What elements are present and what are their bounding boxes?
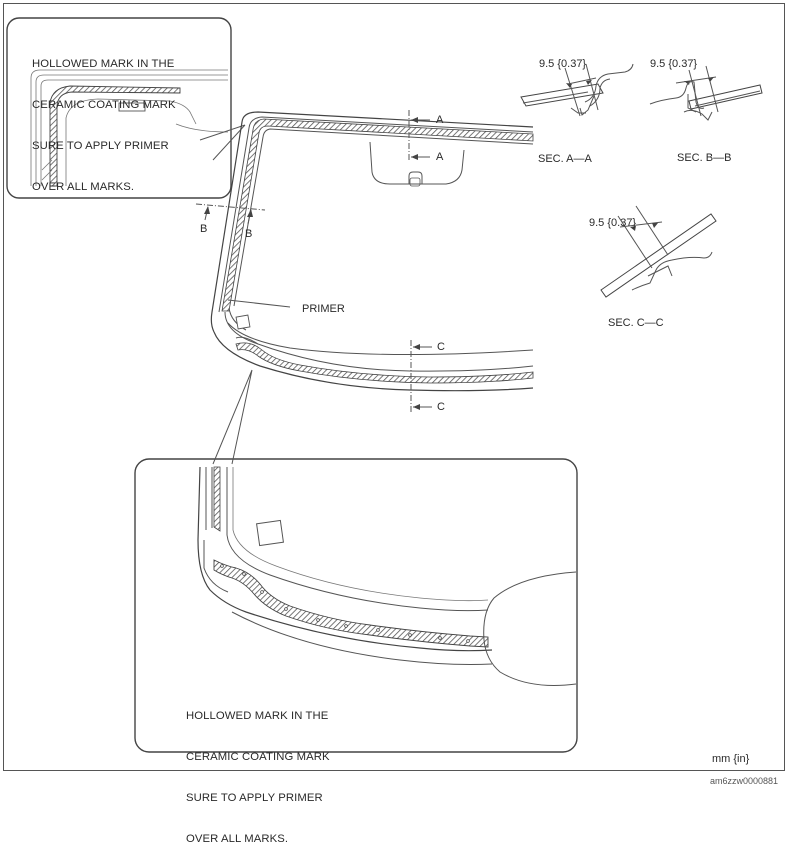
primer-leader (227, 299, 291, 308)
figure-code: am6zzw0000881 (710, 776, 779, 786)
sec-bb-dimension: 9.5 {0.37} (650, 58, 698, 70)
section-cut-b (195, 203, 266, 225)
note-top-left-line-3: SURE TO APPLY PRIMER (32, 139, 169, 152)
hollowed-mark-icon (118, 102, 146, 112)
note-bottom-line-1: HOLLOWED MARK IN THE (186, 710, 329, 723)
section-cut-a (408, 110, 430, 162)
windshield-diagram (6, 17, 763, 753)
cut-label-a-top: A (436, 114, 444, 126)
sec-cc-title: SEC. C—C (608, 317, 664, 329)
callout-leader-top (199, 124, 246, 161)
sec-aa-dimension: 9.5 {0.37} (539, 58, 587, 70)
primer-band-main (221, 118, 534, 312)
section-aa-drawing (520, 63, 634, 117)
note-top-left-line-1: HOLLOWED MARK IN THE (32, 58, 175, 71)
sec-aa-title: SEC. A—A (538, 153, 592, 165)
top-left-detail-box (6, 17, 232, 199)
note-top-left: HOLLOWED MARK IN THE CERAMIC COATING MAR… (32, 31, 176, 208)
sec-bb-title: SEC. B—B (677, 152, 732, 164)
cut-label-c-bottom: C (437, 401, 445, 413)
ceramic-band-detail (213, 559, 489, 648)
callout-leader-bottom (212, 369, 253, 465)
cut-label-b-left: B (200, 223, 208, 235)
section-bb-drawing (649, 65, 763, 121)
note-bottom: HOLLOWED MARK IN THE CERAMIC COATING MAR… (186, 683, 330, 860)
units-label: mm {in} (712, 753, 750, 765)
cut-label-c-top: C (437, 341, 445, 353)
note-bottom-line-4: OVER ALL MARKS. (186, 832, 289, 845)
bottom-detail-box (134, 458, 578, 753)
note-bottom-line-2: CERAMIC COATING MARK (186, 750, 330, 763)
figure-frame (3, 3, 785, 771)
section-cut-c (410, 340, 432, 412)
cut-label-b-right: B (245, 228, 253, 240)
primer-label: PRIMER (302, 303, 345, 315)
primer-band-detail (49, 85, 181, 187)
windshield-outline (210, 111, 534, 392)
note-top-left-line-4: OVER ALL MARKS. (32, 180, 135, 193)
sec-cc-dimension: 9.5 {0.37} (589, 217, 637, 229)
cut-label-a-bottom: A (436, 151, 444, 163)
note-top-left-line-2: CERAMIC COATING MARK (32, 98, 176, 111)
section-cc-drawing (600, 205, 717, 298)
